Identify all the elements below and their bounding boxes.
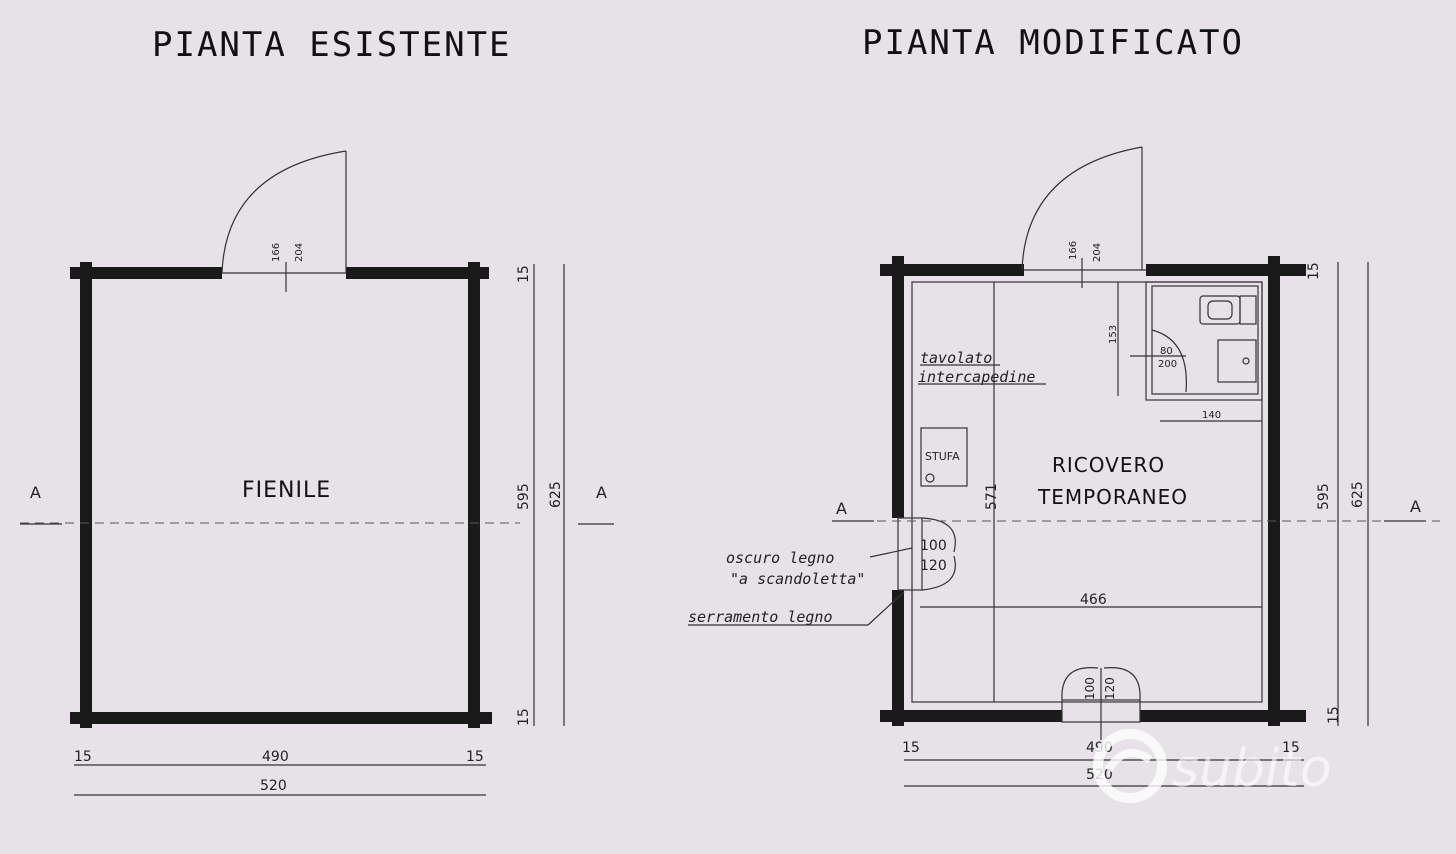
bath-depth-dim: 153 [1108, 325, 1119, 344]
wall-left-lower [892, 590, 904, 726]
dim-wall-right: 15 [466, 749, 484, 765]
bathroom-inner [1151, 285, 1259, 395]
wall-right [468, 262, 480, 728]
stove-icon [920, 427, 968, 487]
dim-wall-top: 15 [1306, 262, 1322, 280]
subito-watermark: subito [1093, 729, 1332, 803]
title-existing: PIANTA ESISTENTE [152, 25, 512, 65]
door-dim-166: 166 [1068, 241, 1079, 260]
dim-inner-depth: 595 [1316, 483, 1332, 510]
room-width-dim: 466 [1080, 592, 1107, 608]
bottom-window-w: 100 [1083, 677, 1097, 700]
bottom-window-arc-right [1103, 667, 1141, 701]
side-window-h: 120 [920, 558, 947, 574]
section-mark-left-a: A [30, 483, 41, 502]
wall-top-left [70, 267, 222, 279]
dim-outer-depth: 625 [548, 481, 564, 508]
bath-width-dim: 140 [1202, 410, 1221, 421]
dim-wall-top: 15 [516, 265, 532, 283]
modified-plan: 166 204 153 80 200 140 STUFA 571 466 RIC… [688, 146, 1440, 787]
section-mark-right-a: A [596, 483, 607, 502]
stove-label: STUFA [925, 450, 960, 463]
shower-icon [1217, 339, 1257, 383]
dim-wall-left: 15 [74, 749, 92, 765]
bath-door-h: 200 [1158, 359, 1177, 370]
wall-right [1268, 256, 1280, 726]
side-window-arc-top [921, 517, 956, 553]
stove-knob-icon [925, 473, 935, 483]
section-mark-a-left: A [836, 499, 847, 518]
bottom-window-arc-left [1061, 667, 1099, 701]
inner-lining [911, 281, 1263, 703]
dim-inner-depth: 595 [516, 483, 532, 510]
wall-bottom [70, 712, 492, 724]
toilet-bowl-icon [1207, 300, 1233, 320]
side-window-arc-bottom [921, 555, 956, 591]
toilet-icon [1199, 295, 1241, 325]
note-scandoletta: "a scandoletta" [730, 570, 865, 588]
shower-drain-icon [1242, 357, 1250, 365]
door-dim-204: 204 [1092, 243, 1103, 262]
bath-door-arc [1151, 329, 1187, 393]
bath-door-w: 80 [1160, 346, 1173, 357]
wall-left-upper [892, 256, 904, 518]
room-label-line2: TEMPORANEO [1037, 485, 1188, 509]
wall-left [80, 262, 92, 728]
wall-top-right [1146, 264, 1306, 276]
title-modified: PIANTA MODIFICATO [862, 23, 1244, 63]
toilet-tank-icon [1239, 295, 1257, 325]
bathroom-outer [1145, 281, 1263, 401]
subito-wordmark: subito [1172, 739, 1332, 799]
note-oscuro: oscuro legno [726, 549, 834, 567]
bottom-window-h: 120 [1103, 677, 1117, 700]
wall-bottom-right [1140, 710, 1306, 722]
room-label-fienile: FIENILE [242, 478, 331, 503]
door-dim-166: 166 [271, 243, 282, 262]
dim-outer-width: 520 [260, 778, 287, 794]
existing-plan: 166 204 FIENILE A A 15 595 625 15 15 490… [20, 150, 614, 796]
side-window-frame [897, 517, 923, 591]
note-leader-2 [867, 591, 905, 626]
wall-top-left [880, 264, 1024, 276]
dim-inner-width: 490 [262, 749, 289, 765]
subito-logo-icon [1093, 729, 1167, 803]
door-swing-arc [221, 150, 347, 274]
note-leader-1 [869, 547, 913, 558]
dim-wall-bottom: 15 [1326, 706, 1342, 724]
note-intercapedine: intercapedine [918, 368, 1035, 386]
door-swing-arc [1021, 146, 1143, 271]
side-window-w: 100 [920, 538, 947, 554]
door-dim-204: 204 [294, 243, 305, 262]
dim-outer-depth: 625 [1350, 481, 1366, 508]
wall-top-right [346, 267, 489, 279]
subito-logo-swoosh-icon [1104, 748, 1153, 773]
room-label-line1: RICOVERO [1052, 453, 1165, 477]
dim-wall-left: 15 [902, 740, 920, 756]
room-depth-dim: 571 [984, 483, 1000, 510]
note-serramento: serramento legno [688, 608, 833, 626]
wall-bottom-left [880, 710, 1062, 722]
section-mark-a-right: A [1410, 497, 1421, 516]
note-tavolato: tavolato [920, 349, 992, 367]
dim-wall-right: 15 [1282, 740, 1300, 756]
dim-wall-bottom: 15 [516, 708, 532, 726]
